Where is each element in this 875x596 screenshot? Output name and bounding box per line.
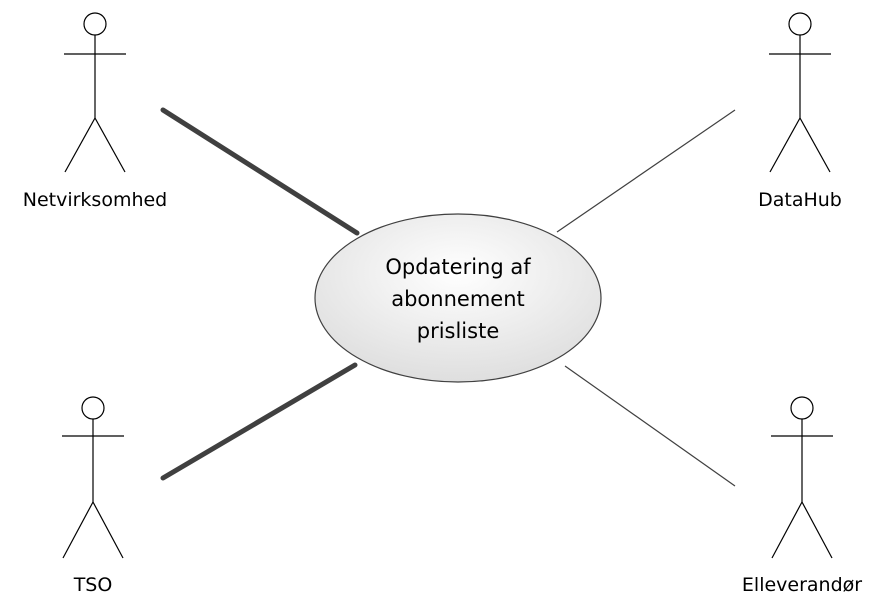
use-case-label-line-3: prisliste	[417, 319, 500, 343]
use-case-opdatering[interactable]: Opdatering af abonnement prisliste	[314, 213, 602, 383]
stick-figure-icon	[62, 396, 124, 559]
actor-elleverandor[interactable]: Elleverandør	[742, 396, 862, 596]
actor-label: DataHub	[758, 189, 842, 211]
stick-figure-icon	[769, 12, 831, 173]
association-elleverandor	[564, 365, 736, 487]
actor-netvirksomhed[interactable]: Netvirksomhed	[23, 12, 168, 211]
actor-label: TSO	[73, 574, 113, 596]
actor-label: Netvirksomhed	[23, 189, 168, 211]
stick-figure-icon	[771, 396, 833, 559]
actor-label: Elleverandør	[742, 574, 862, 596]
use-case-label-line-2: abonnement	[391, 287, 525, 311]
association-netvirksomhed	[160, 107, 360, 236]
use-case-ellipse	[314, 213, 602, 383]
actor-tso[interactable]: TSO	[62, 396, 124, 596]
stick-figure-icon	[64, 12, 126, 173]
association-datahub	[556, 109, 736, 233]
actor-datahub[interactable]: DataHub	[758, 12, 842, 211]
use-case-label-line-1: Opdatering af	[385, 255, 531, 279]
association-tso	[160, 362, 358, 481]
